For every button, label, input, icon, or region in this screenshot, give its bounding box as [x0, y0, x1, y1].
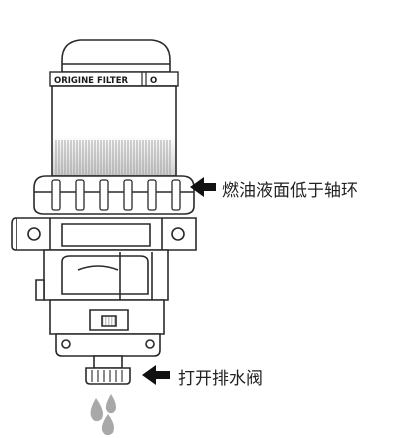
callout-drain-valve-text: 打开排水阀	[178, 369, 263, 389]
drain-valve	[85, 355, 131, 385]
collar-rib	[99, 179, 109, 211]
collar-rib	[51, 179, 61, 211]
filter-collar	[33, 175, 195, 215]
filter-bowl	[51, 85, 177, 177]
water-droplets	[90, 394, 116, 436]
collar-rib	[123, 179, 133, 211]
droplet-1	[90, 398, 103, 422]
mount-hole-right	[171, 227, 185, 241]
callout-arrow-fuel-level	[190, 177, 216, 197]
filter-base	[49, 299, 165, 357]
collar-rib	[147, 179, 157, 211]
filter-body	[35, 249, 169, 301]
mount-hole-left	[27, 227, 41, 241]
filter-lid	[61, 39, 171, 73]
filter-label-strip: ORIGINE FILTER O	[49, 71, 179, 87]
filter-brand-label: ORIGINE FILTER	[54, 76, 129, 86]
droplet-2	[105, 394, 116, 414]
filter-brand-label-fragment: O	[150, 76, 157, 86]
filter-head	[11, 217, 197, 251]
collar-rib	[75, 179, 85, 211]
callout-arrow-drain-valve	[142, 365, 170, 385]
droplet-3	[101, 414, 114, 436]
collar-rib	[171, 179, 181, 211]
callout-fuel-level-text: 燃油液面低于轴环	[222, 181, 358, 201]
